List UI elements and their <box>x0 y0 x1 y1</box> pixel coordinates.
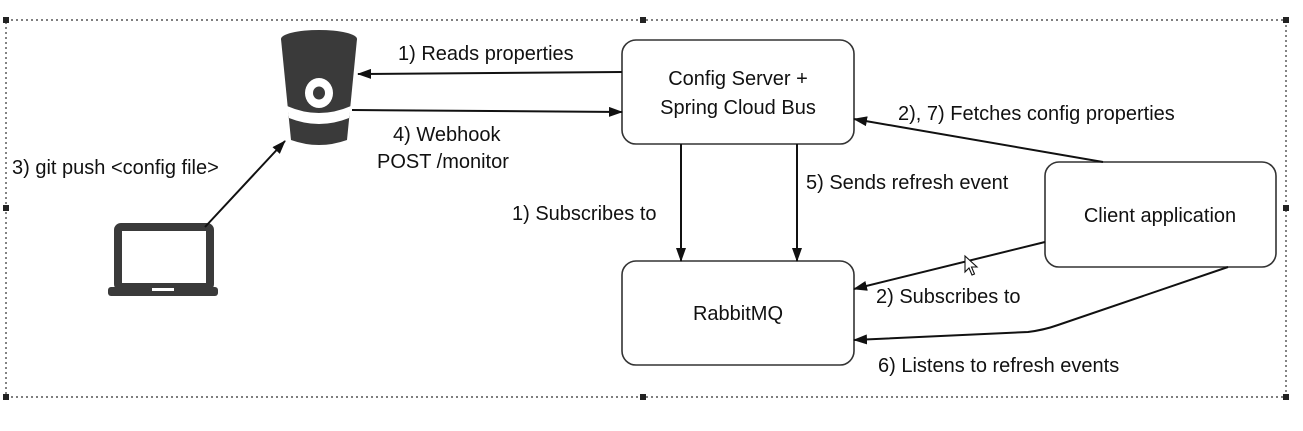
mouse-pointer-icon <box>964 254 979 276</box>
label-webhook-line1: 4) Webhook <box>393 124 501 146</box>
rabbitmq-label: RabbitMQ <box>693 303 783 325</box>
selection-frame[interactable] <box>3 17 1289 400</box>
label-fetches-config: 2), 7) Fetches config properties <box>898 103 1175 125</box>
edge-fetches-config <box>853 116 1104 163</box>
edge-listens-refresh <box>853 266 1229 345</box>
config-server-label-line1: Config Server + <box>668 68 808 90</box>
label-reads-properties: 1) Reads properties <box>398 43 574 65</box>
rabbitmq-node[interactable]: RabbitMQ <box>621 260 855 366</box>
client-application-label: Client application <box>1084 205 1236 227</box>
config-server-node[interactable]: Config Server + Spring Cloud Bus <box>621 39 855 145</box>
client-application-node[interactable]: Client application <box>1044 161 1277 268</box>
laptop-icon[interactable] <box>108 223 218 296</box>
bitbucket-bucket-icon[interactable] <box>281 30 357 145</box>
config-server-label-line2: Spring Cloud Bus <box>660 97 816 119</box>
edge-git-push <box>204 140 286 228</box>
edge-reads-properties <box>357 68 623 79</box>
edge-client-subscribes <box>853 241 1046 291</box>
label-sends-refresh: 5) Sends refresh event <box>806 172 1009 194</box>
edge-webhook <box>351 106 623 117</box>
label-webhook-line2: POST /monitor <box>377 151 509 173</box>
label-git-push: 3) git push <config file> <box>12 157 219 179</box>
label-client-subscribes: 2) Subscribes to <box>876 286 1021 308</box>
label-server-subscribes: 1) Subscribes to <box>512 203 657 225</box>
label-listens-refresh: 6) Listens to refresh events <box>878 355 1119 377</box>
